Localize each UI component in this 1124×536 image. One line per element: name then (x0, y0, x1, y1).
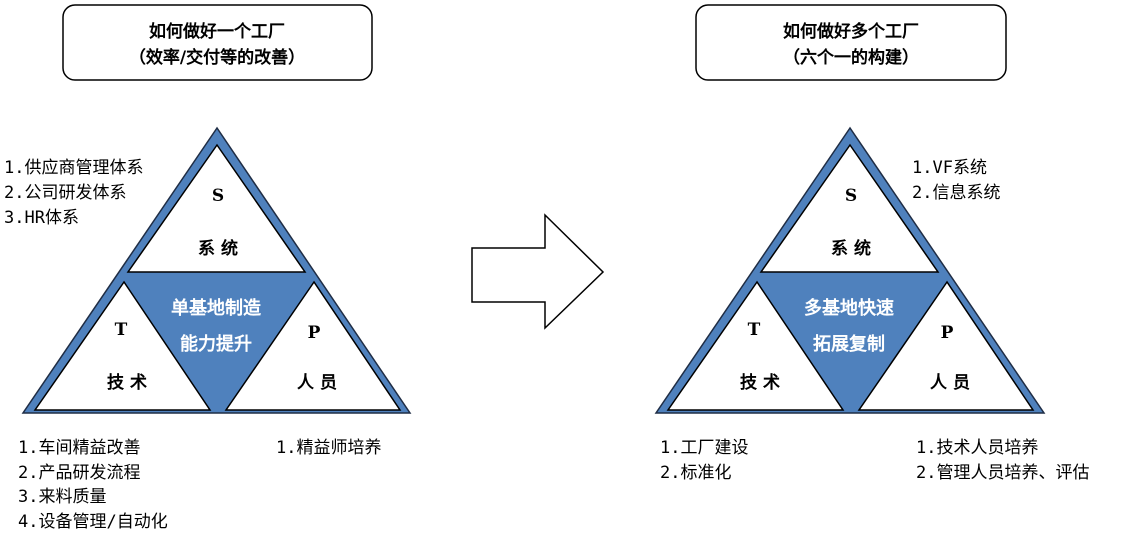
left-title-line2: （效率/交付等的改善） (129, 47, 305, 68)
left-system-item: 3.HR体系 (4, 208, 79, 228)
right-title-line1: 如何做好多个工厂 (783, 21, 919, 42)
right-title-line2: （六个一的构建） (783, 47, 919, 68)
right-people-triangle (857, 280, 1035, 411)
right-system-item: 1.VF系统 (912, 158, 987, 178)
left-system-triangle (126, 143, 307, 273)
right-center-line2: 拓展复制 (813, 333, 885, 355)
right-t-letter: T (748, 320, 761, 340)
right-system-item: 2.信息系统 (912, 183, 1000, 203)
left-system-item: 1.供应商管理体系 (4, 158, 143, 178)
right-people-item: 2.管理人员培养、评估 (916, 463, 1089, 483)
left-title-box (62, 4, 373, 81)
right-arrow-icon (471, 213, 605, 330)
left-tech-item: 3.来料质量 (18, 487, 106, 507)
left-title-line1: 如何做好一个工厂 (149, 21, 285, 42)
left-tech-item: 1.车间精益改善 (18, 438, 140, 458)
right-title-box (695, 4, 1007, 81)
right-system-label: 系 统 (831, 238, 871, 259)
left-tech-item: 2.产品研发流程 (18, 463, 140, 483)
right-people-label: 人 员 (930, 373, 970, 393)
left-center-line1: 单基地制造 (171, 297, 261, 319)
left-s-letter: S (212, 186, 224, 206)
right-panel: 如何做好多个工厂 （六个一的构建） S 系 统 T 技 术 P 人 员 多基地快… (654, 4, 1089, 483)
left-center-line2: 能力提升 (180, 333, 252, 355)
left-tech-item: 4.设备管理/自动化 (18, 512, 168, 532)
left-people-label: 人 员 (297, 373, 337, 393)
left-tech-label: 技 术 (107, 372, 147, 393)
left-panel: 如何做好一个工厂 （效率/交付等的改善） S 系 统 T 技 术 P 人 员 单… (4, 4, 412, 532)
right-system-triangle (759, 143, 940, 273)
left-people-item: 1.精益师培养 (276, 438, 381, 458)
left-system-label: 系 统 (198, 238, 238, 259)
right-s-letter: S (845, 186, 857, 206)
right-people-item: 1.技术人员培养 (916, 438, 1038, 458)
left-t-letter: T (115, 320, 128, 340)
right-center-line1: 多基地快速 (804, 297, 894, 319)
right-tech-label: 技 术 (740, 372, 780, 393)
left-system-item: 2.公司研发体系 (4, 183, 126, 203)
left-p-letter: P (308, 323, 321, 343)
right-tech-item: 1.工厂建设 (660, 438, 748, 458)
right-tech-item: 2.标准化 (660, 463, 731, 483)
right-p-letter: P (941, 323, 954, 343)
right-tech-triangle (666, 280, 845, 411)
left-tech-triangle (33, 280, 212, 411)
left-people-triangle (224, 280, 402, 411)
